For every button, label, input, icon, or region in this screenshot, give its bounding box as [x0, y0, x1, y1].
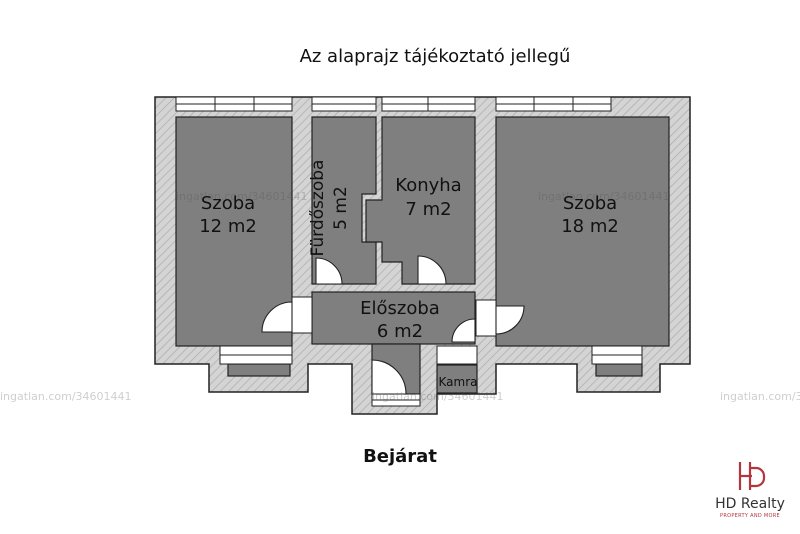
- logo-tagline: PROPERTY AND MORE: [720, 513, 780, 519]
- logo-name: HD Realty: [715, 496, 785, 512]
- room-konyha: [365, 116, 476, 285]
- watermark: ingatlan.com/34601441: [538, 190, 670, 203]
- room-area: 18 m2: [561, 216, 619, 237]
- room-name: Szoba: [200, 193, 256, 214]
- disclaimer-note: Az alaprajz tájékoztató jellegű: [299, 46, 571, 67]
- watermark: ingatlan.com/34601441: [720, 390, 800, 403]
- room-name: Fürdőszoba: [308, 159, 328, 257]
- watermark: ingatlan.com/34601441: [0, 390, 132, 403]
- room-kamra: [436, 364, 478, 394]
- room-eloszoba: [311, 291, 476, 345]
- doors: [261, 255, 525, 395]
- room-area: 7 m2: [405, 199, 452, 220]
- hd-realty-logo-icon: [738, 462, 766, 490]
- room-label-kamra: Kamra: [435, 375, 481, 389]
- room-name: Kamra: [438, 375, 478, 389]
- room-label-szoba-right: Szoba 18 m2: [540, 192, 640, 238]
- watermark: ingatlan.com/34601441: [176, 190, 308, 203]
- room-name: Szoba: [562, 193, 618, 214]
- room-area: 6 m2: [376, 321, 424, 342]
- room-label-furdoszoba: Fürdőszoba 5 m2: [307, 150, 353, 266]
- watermark: ingatlan.com/34601441: [372, 390, 504, 403]
- room-label-eloszoba: Előszoba 6 m2: [340, 297, 460, 343]
- room-name: Előszoba: [360, 298, 440, 319]
- windows: [175, 96, 643, 407]
- entrance-label: Bejárat: [363, 446, 437, 467]
- room-area: 12 m2: [199, 216, 257, 237]
- room-label-szoba-left: Szoba 12 m2: [176, 192, 280, 238]
- room-szoba-left: [175, 116, 293, 347]
- bay-left: [227, 363, 291, 377]
- bay-right: [595, 363, 643, 377]
- room-label-konyha: Konyha 7 m2: [382, 174, 475, 222]
- room-area: 5 m2: [331, 186, 351, 230]
- room-szoba-right: [495, 116, 670, 347]
- room-name: Konyha: [395, 175, 462, 196]
